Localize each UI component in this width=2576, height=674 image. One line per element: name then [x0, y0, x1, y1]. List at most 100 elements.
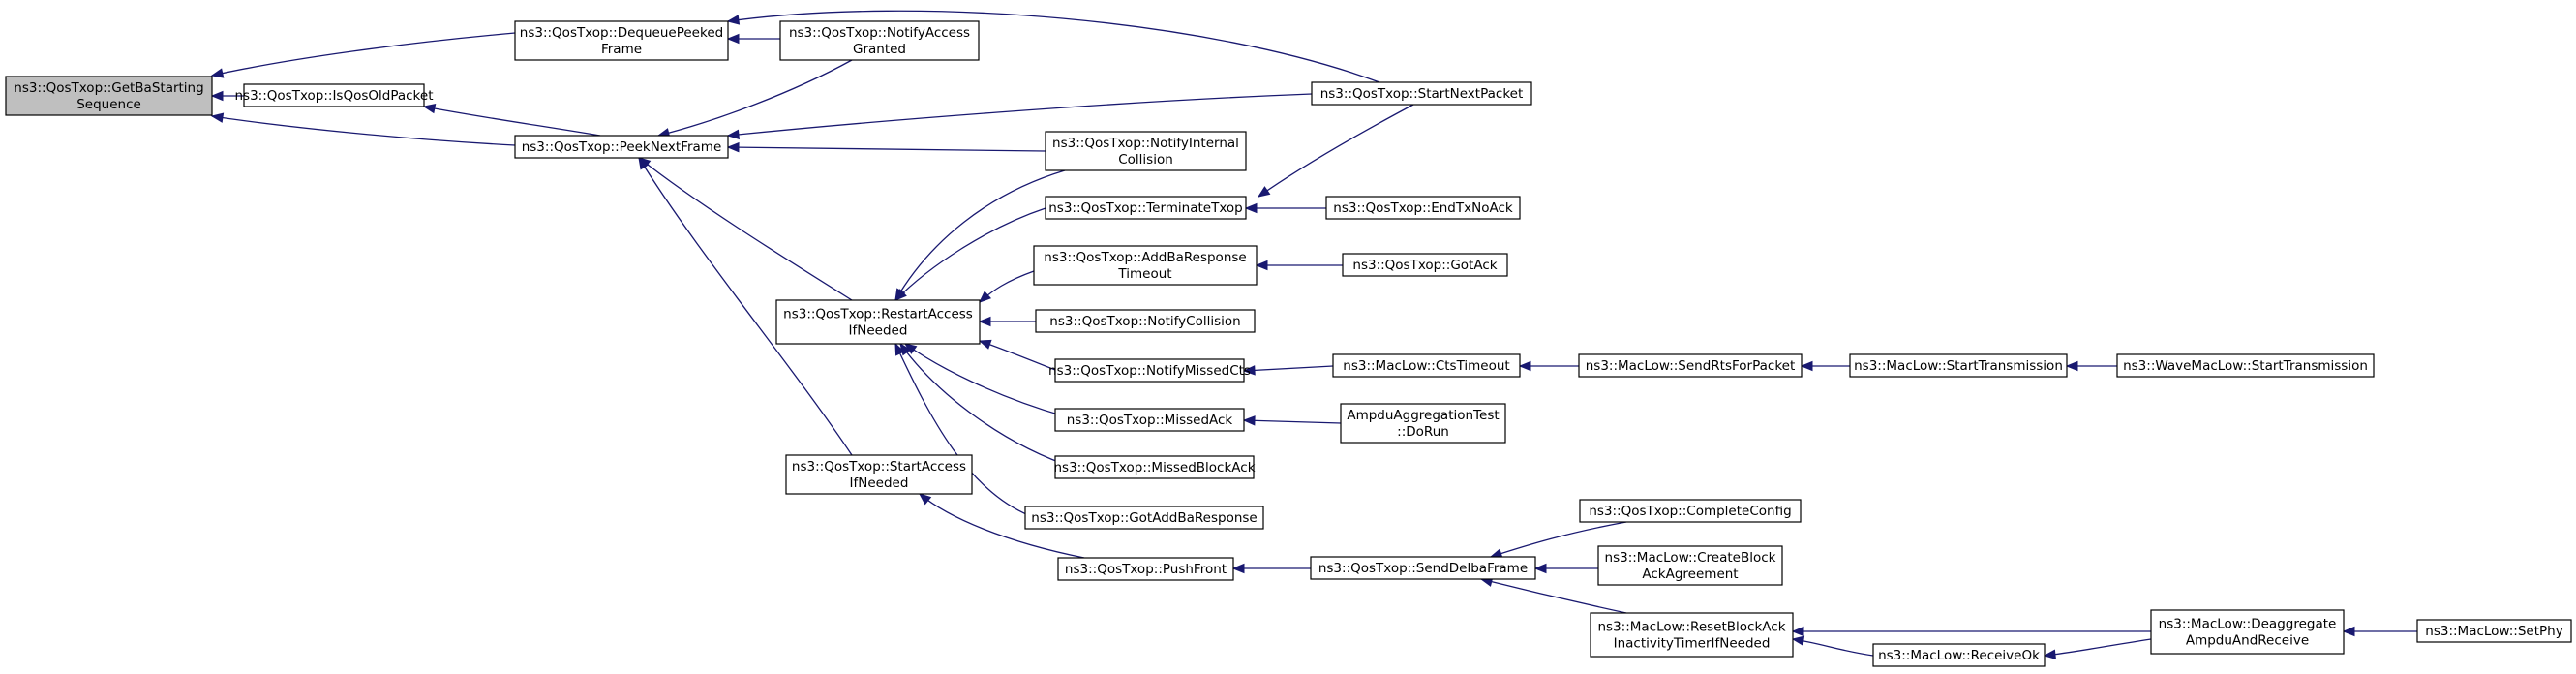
edge-gotaddba-to-restart: [894, 342, 1037, 519]
node-ctstimeout[interactable]: ns3::MacLow::CtsTimeout: [1332, 353, 1521, 378]
node-completeconfig[interactable]: ns3::QosTxop::CompleteConfig: [1579, 499, 1802, 523]
edge-missedcts-to-restart: [978, 339, 1056, 371]
node-missedack[interactable]: ns3::QosTxop::MissedAck: [1054, 408, 1245, 432]
node-box: [1054, 358, 1245, 383]
node-label: ns3::QosTxop::GotAck: [1352, 258, 1497, 273]
node-label: ns3::MacLow::SendRtsForPacket: [1586, 358, 1796, 374]
node-isqosold[interactable]: ns3::QosTxop::IsQosOldPacket: [235, 83, 434, 107]
node-label: ::DoRun: [1397, 424, 1449, 440]
edge-receiveok-to-resetblock: [1791, 635, 1874, 657]
arrow-head-icon: [1791, 635, 1805, 646]
node-resetblock[interactable]: ns3::MacLow::ResetBlockAckInactivityTime…: [1590, 612, 1794, 658]
node-endtxnoack[interactable]: ns3::QosTxop::EndTxNoAck: [1325, 196, 1521, 220]
edge-ampdutest-to-missedack: [1242, 415, 1342, 426]
node-terminate[interactable]: ns3::QosTxop::TerminateTxop: [1045, 196, 1247, 220]
edge-deaggregate-to-resetblock: [1791, 626, 2151, 637]
edge-line: [979, 340, 1056, 371]
edge-line: [727, 146, 1046, 152]
node-label: ns3::QosTxop::SendDelbaFrame: [1318, 561, 1528, 576]
node-box: [775, 299, 981, 345]
node-box: [785, 454, 973, 495]
node-label: ns3::QosTxop::GotAddBaResponse: [1031, 510, 1257, 526]
node-peek[interactable]: ns3::QosTxop::PeekNextFrame: [514, 135, 729, 159]
edge-sendrts-to-ctstimeout: [1518, 360, 1579, 372]
node-notifycoll[interactable]: ns3::QosTxop::NotifyCollision: [1035, 309, 1256, 333]
edge-addbaresp-to-restart: [979, 270, 1035, 303]
node-box: [1024, 506, 1264, 530]
node-label: ns3::QosTxop::GetBaStarting: [14, 80, 203, 96]
arrow-head-icon: [918, 493, 932, 506]
node-receiveok[interactable]: ns3::MacLow::ReceiveOk: [1872, 643, 2046, 667]
node-label: ns3::QosTxop::AddBaResponse: [1044, 250, 1246, 265]
node-missedcts[interactable]: ns3::QosTxop::NotifyMissedCts: [1048, 358, 1251, 383]
node-missedblock[interactable]: ns3::QosTxop::MissedBlockAck: [1053, 455, 1256, 479]
edge-line: [657, 59, 853, 137]
node-label: Granted: [853, 42, 906, 57]
node-box: [2116, 353, 2375, 378]
node-label: Frame: [601, 42, 642, 57]
node-label: ns3::QosTxop::TerminateTxop: [1048, 200, 1243, 216]
node-label: ns3::MacLow::CtsTimeout: [1343, 358, 1509, 374]
arrow-head-icon: [979, 291, 992, 303]
arrow-head-icon: [726, 129, 740, 140]
node-senddelba[interactable]: ns3::QosTxop::SendDelbaFrame: [1310, 556, 1536, 580]
arrow-head-icon: [1242, 415, 1256, 426]
edge-line: [899, 343, 1076, 469]
arrow-head-icon: [1242, 365, 1256, 376]
node-ampdutest[interactable]: AmpduAggregationTest::DoRun: [1340, 403, 1506, 444]
edge-line: [894, 207, 1046, 301]
node-box: [1332, 353, 1521, 378]
edge-notifyaccess-to-peek: [656, 59, 853, 138]
arrow-head-icon: [1791, 626, 1804, 637]
arrow-head-icon: [978, 316, 991, 327]
node-label: Timeout: [1117, 266, 1171, 282]
node-setphy[interactable]: ns3::MacLow::SetPhy: [2416, 619, 2572, 643]
node-wavestarttx[interactable]: ns3::WaveMacLow::StartTransmission: [2116, 353, 2375, 378]
arrow-head-icon: [894, 342, 905, 356]
edge-notifycoll-to-restart: [978, 316, 1036, 327]
node-label: ns3::QosTxop::IsQosOldPacket: [235, 88, 434, 104]
node-sendrts[interactable]: ns3::MacLow::SendRtsForPacket: [1578, 353, 1803, 378]
edge-line: [1243, 365, 1334, 372]
node-box: [1035, 309, 1256, 333]
arrow-head-icon: [726, 141, 740, 153]
arrow-head-icon: [1244, 202, 1258, 214]
edge-line: [894, 169, 1066, 301]
edges-layer: [210, 10, 2417, 659]
node-gotaddba[interactable]: ns3::QosTxop::GotAddBaResponse: [1024, 506, 1264, 530]
node-box: [1310, 556, 1536, 580]
node-box: [2150, 609, 2345, 655]
arrow-head-icon: [210, 112, 225, 123]
edge-line: [1480, 578, 1627, 614]
edge-line: [1490, 521, 1627, 558]
node-pushfront[interactable]: ns3::QosTxop::PushFront: [1057, 557, 1234, 581]
node-gotack[interactable]: ns3::QosTxop::GotAck: [1342, 253, 1508, 277]
arrow-head-icon: [1533, 563, 1547, 574]
edge-setphy-to-deaggregate: [2342, 626, 2417, 637]
node-starttx[interactable]: ns3::MacLow::StartTransmission: [1849, 353, 2068, 378]
edge-wavestarttx-to-starttx: [2065, 360, 2117, 372]
node-box: [1597, 545, 1783, 586]
edge-senddelba-to-pushfront: [1231, 563, 1311, 574]
node-box: [1849, 353, 2068, 378]
node-box: [1054, 455, 1255, 479]
node-box: [2416, 619, 2572, 643]
node-label: ns3::MacLow::Deaggregate: [2159, 617, 2337, 632]
edge-notifyaccess-to-dequeue: [726, 33, 780, 45]
edge-line: [727, 93, 1313, 137]
node-label: ns3::QosTxop::CompleteConfig: [1589, 504, 1791, 519]
node-label: ns3::MacLow::CreateBlock: [1605, 550, 1776, 566]
edge-peek-to-getba: [210, 112, 516, 146]
node-label: InactivityTimerIfNeeded: [1614, 636, 1771, 652]
node-box: [1325, 196, 1521, 220]
node-startnext[interactable]: ns3::QosTxop::StartNextPacket: [1311, 81, 1532, 106]
